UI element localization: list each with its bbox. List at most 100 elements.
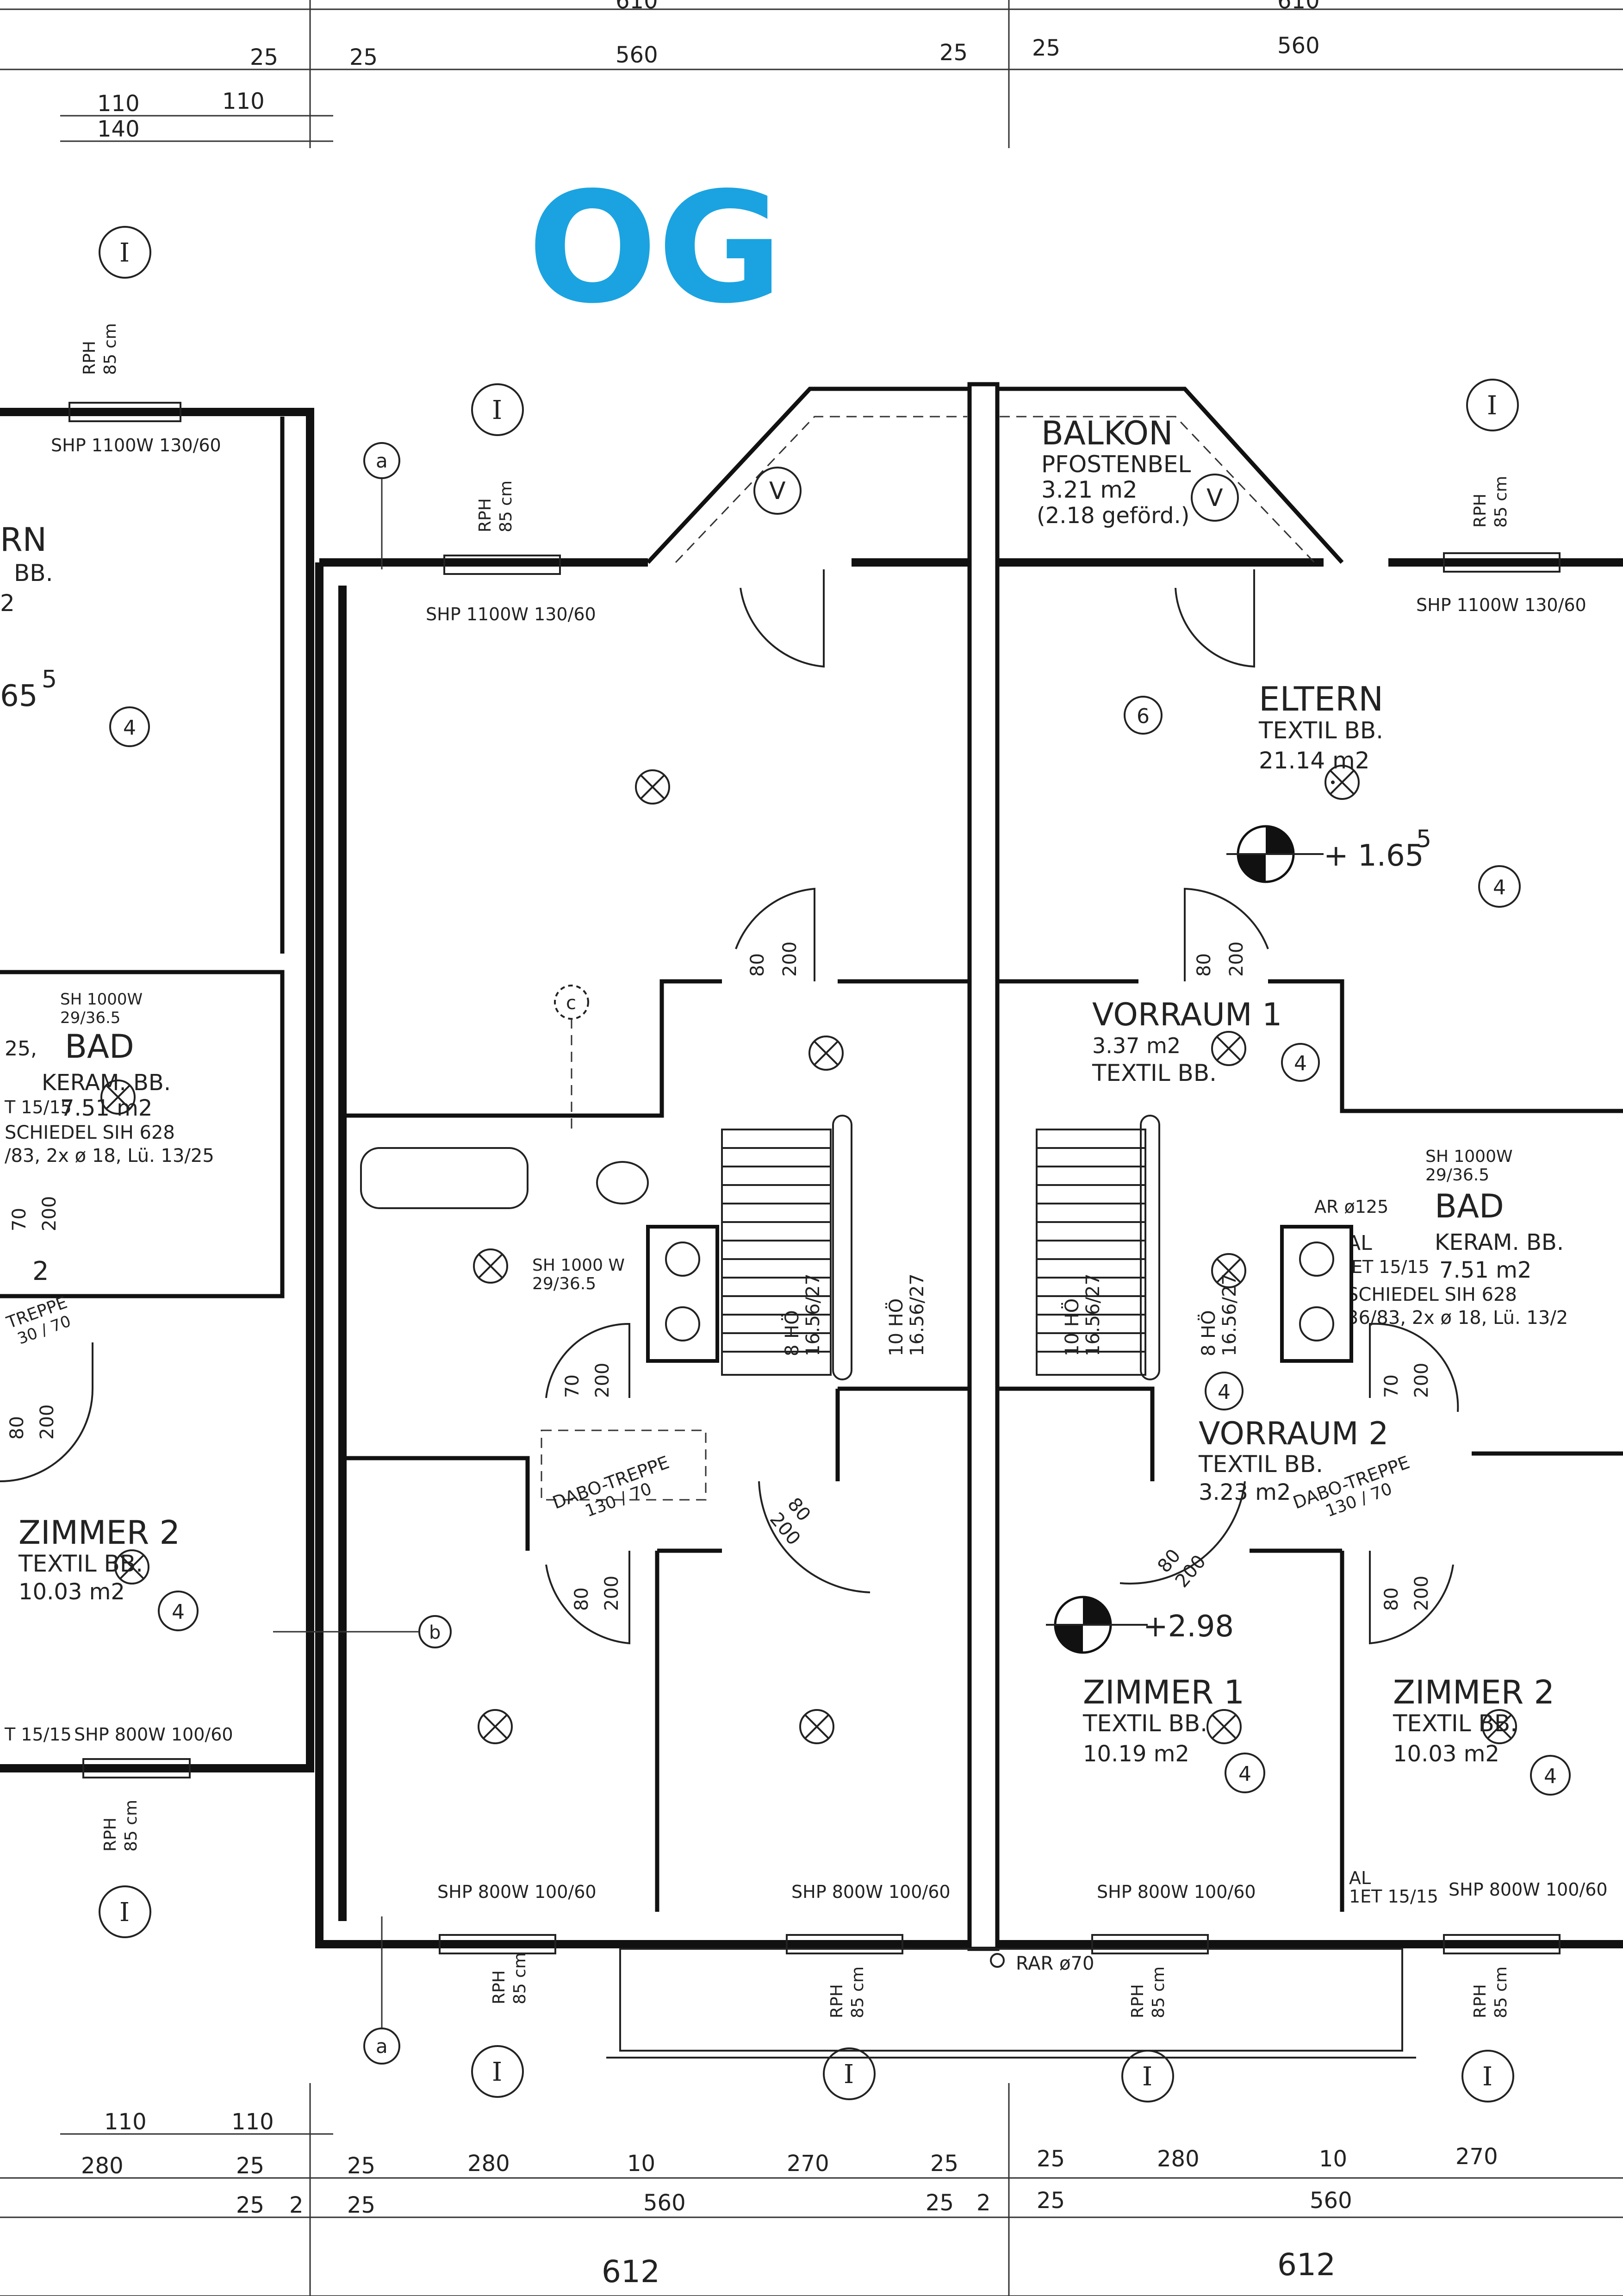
- door-1-w: 80: [747, 953, 768, 977]
- door-7-h: 200: [1411, 1363, 1432, 1398]
- vorraum2-name: VORRAUM 2: [1199, 1416, 1388, 1452]
- bad-right-shdim: 29/36.5: [1425, 1166, 1489, 1185]
- dim-bot-280-a: 280: [81, 2153, 124, 2179]
- dim-bot-25-h: 25: [1037, 2188, 1065, 2214]
- room-bath-mid: SH 1000 W 29/36.5: [360, 1147, 649, 1293]
- rph-2-val: 85 cm: [497, 480, 516, 532]
- room-zimmer2-left: ZIMMER 2 TEXTIL BB. 10.03 m2 4: [18, 1514, 199, 1631]
- door-3-h: 200: [592, 1363, 613, 1398]
- eltern-area: 21.14 m2: [1259, 747, 1370, 774]
- light-fixture-icon: [1211, 1031, 1246, 1066]
- vorraum1-floor: TEXTIL BB.: [1092, 1060, 1217, 1086]
- stair-run1: 8 HÖ: [781, 1310, 803, 1356]
- rph-7: RPH: [1128, 1984, 1147, 2018]
- bad-right-floor: KERAM. BB.: [1435, 1229, 1564, 1255]
- bad-right-spec: 36/83, 2x ø 18, Lü. 13/2: [1347, 1307, 1568, 1329]
- vorraum2-num: 4: [1218, 1380, 1231, 1404]
- zimmer2-right-name: ZIMMER 2: [1393, 1673, 1555, 1711]
- zimmer2-right-num: 4: [1544, 1765, 1557, 1788]
- left-room-level: 65: [0, 679, 37, 713]
- door-2-w: 80: [1194, 953, 1215, 977]
- light-fixture-icon: [478, 1709, 513, 1744]
- zimmer1-floor: TEXTIL BB.: [1082, 1710, 1207, 1737]
- light-fixture-icon: [1325, 765, 1360, 800]
- light-fixture-icon: [1206, 1709, 1242, 1744]
- floor-title: OG: [528, 159, 783, 337]
- room-bad-right: SH 1000W 29/36.5 BAD AR ø125 AL KERAM. B…: [1314, 1147, 1568, 1329]
- zimmer2-left-floor: TEXTIL BB.: [18, 1550, 143, 1577]
- rph-5: RPH: [490, 1970, 509, 2004]
- axis-i-8: I: [1482, 2062, 1492, 2092]
- zimmer2-right-area: 10.03 m2: [1393, 1741, 1499, 1767]
- bottom-rail: RAR ø70: [606, 1948, 1416, 2059]
- room-zimmer2-right: ZIMMER 2 TEXTIL BB. 10.03 m2 4: [1393, 1673, 1571, 1796]
- level-lower-text: +2.98: [1143, 1610, 1234, 1644]
- window-shp800-3: SHP 800W 100/60: [1097, 1882, 1256, 1902]
- window-shp800-4: SHP 800W 100/60: [1449, 1879, 1608, 1900]
- dim-bot-2-b: 2: [976, 2190, 991, 2216]
- axis-v-2: V: [1206, 484, 1223, 512]
- dim-bot-280-c: 280: [1157, 2146, 1200, 2172]
- dim-top-610-left: 610: [616, 0, 658, 14]
- bad-right-area: 7.51 m2: [1439, 1257, 1531, 1283]
- dim-bot-25-a: 25: [236, 2153, 264, 2179]
- axis-i-1: I: [119, 238, 130, 268]
- dim-bot-612-a: 612: [602, 2254, 660, 2290]
- eltern-num: 4: [1493, 876, 1506, 899]
- rph-4: RPH: [101, 1817, 120, 1852]
- zimmer2-left-area: 10.03 m2: [19, 1579, 125, 1605]
- stair-run2-dim: 16.56/27: [907, 1273, 928, 1356]
- light-fixtures: [100, 765, 1517, 1744]
- level-lower: +2.98: [1046, 1596, 1234, 1654]
- bath-mid-shdim: 29/36.5: [532, 1274, 596, 1293]
- balkon-name: BALKON: [1041, 414, 1173, 452]
- dim-bot-270-a: 270: [787, 2151, 829, 2177]
- axis-i-3: I: [1487, 391, 1497, 421]
- axis-markers: I I I I I I I I V V a a b c: [99, 226, 1519, 2103]
- rph-1: RPH: [80, 341, 99, 375]
- window-shp1100-mid: SHP 1100W 130/60: [426, 604, 596, 624]
- dim-top-560-left: 560: [616, 42, 658, 68]
- light-fixture-icon: [1331, 780, 1335, 784]
- window-shp800-1: SHP 800W 100/60: [437, 1882, 597, 1902]
- dim-bot-25-c: 25: [930, 2151, 958, 2177]
- dim-top-25-b: 25: [349, 44, 378, 70]
- bad-right-schiedel: SCHIEDEL SIH 628: [1347, 1284, 1517, 1305]
- bad-right-sh: SH 1000W: [1425, 1147, 1513, 1166]
- eltern-floor: TEXTIL BB.: [1258, 717, 1383, 744]
- door-4-h: 200: [601, 1576, 622, 1611]
- vorraum1-num: 4: [1294, 1052, 1307, 1075]
- rph-6-val: 85 cm: [848, 1966, 867, 2018]
- dim-top-610-right: 610: [1277, 0, 1320, 14]
- light-fixture-icon: [799, 1709, 834, 1744]
- level-upper-sup: 5: [1416, 825, 1431, 853]
- window-shp800-2: SHP 800W 100/60: [791, 1882, 951, 1902]
- dim-bot-25-e: 25: [236, 2192, 264, 2218]
- room-eltern: ELTERN TEXTIL BB. 21.14 m2 6 4: [1124, 680, 1521, 908]
- walls: [0, 382, 1623, 1951]
- bad-left-schiedel: SCHIEDEL SIH 628: [5, 1122, 175, 1143]
- eltern-badge: 6: [1137, 705, 1150, 728]
- top-dimensions: 610 610 25 25 560 25 25 560 110 110 140: [0, 0, 1623, 148]
- dim-top-25-c: 25: [939, 40, 968, 66]
- bottom-dimensions: 110 110 280 25 25 280 10 270 25 25 280 1…: [0, 2083, 1623, 2296]
- axis-i-5: I: [492, 2057, 502, 2087]
- rph-1-val: 85 cm: [101, 323, 120, 375]
- dim-top-560-right: 560: [1277, 33, 1320, 59]
- door-2-h: 200: [1226, 942, 1247, 977]
- left-room-area: 2: [0, 590, 15, 617]
- rph-7-val: 85 cm: [1149, 1966, 1168, 2018]
- bad-right-name: BAD: [1435, 1187, 1504, 1225]
- vorraum2-floor: TEXTIL BB.: [1198, 1451, 1323, 1478]
- level-upper-text: + 1.65: [1324, 839, 1424, 873]
- stair-run3: 10 HÖ: [1061, 1298, 1083, 1356]
- door-10-h: 200: [39, 1196, 60, 1231]
- stairs: 8 HÖ 16.56/27 10 HÖ 16.56/27 10 HÖ 16.56…: [721, 1115, 1240, 1380]
- dim-bot-110-a: 110: [104, 2109, 147, 2135]
- window-al: AL: [1349, 1868, 1371, 1888]
- vorraum1-name: VORRAUM 1: [1092, 997, 1282, 1033]
- bad-left-name: BAD: [65, 1028, 134, 1066]
- left-room-name: RN: [0, 521, 47, 559]
- dim-top-110-b: 110: [222, 88, 265, 114]
